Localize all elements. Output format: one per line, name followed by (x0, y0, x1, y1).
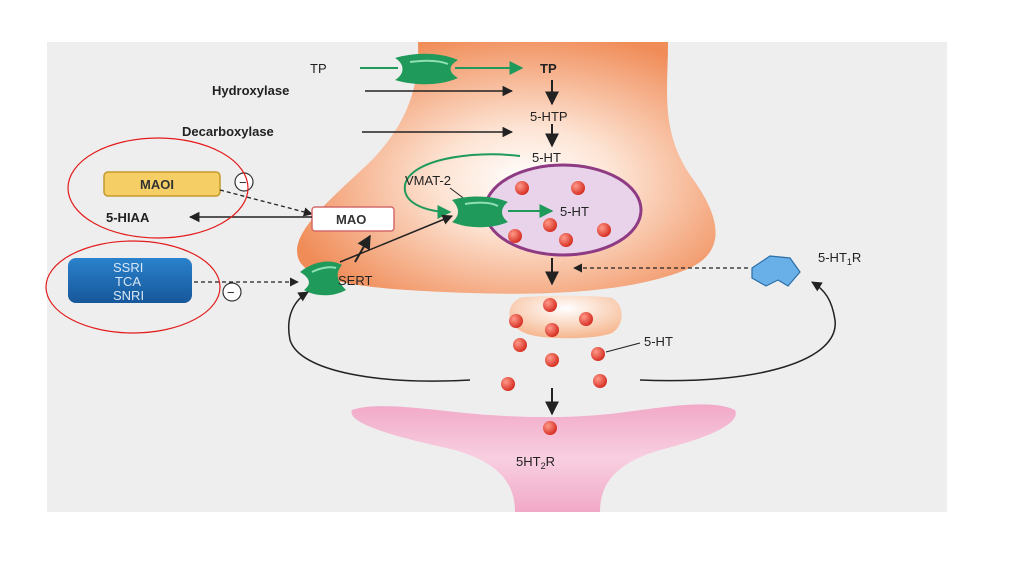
5ht1r-end: R (852, 250, 861, 265)
serotonin-molecule (597, 223, 611, 237)
mao-label: MAO (336, 212, 366, 227)
serotonin-molecule (515, 181, 529, 195)
serotonin-molecule (501, 377, 515, 391)
serotonin-molecule (508, 229, 522, 243)
snri-label: SNRI (113, 288, 144, 303)
serotonin-molecule (559, 233, 573, 247)
hydroxylase-label: Hydroxylase (212, 83, 289, 98)
mao-box (311, 206, 395, 232)
serotonin-molecule (543, 298, 557, 312)
reuptake-curve (288, 291, 471, 382)
ssri-highlight-circle (45, 240, 221, 334)
5ht1-receptor (751, 255, 801, 287)
vmat2-transporter (452, 196, 508, 228)
tp-transporter (395, 53, 458, 85)
5ht2r-sub: 2 (541, 461, 546, 471)
ssri-label: SSRI (113, 260, 143, 275)
tca-label: TCA (115, 274, 141, 289)
sert-to-mao-arrow (354, 234, 371, 263)
serotonin-molecule (545, 353, 559, 367)
cleft-serotonin-group (501, 298, 607, 435)
autoreceptor-curve (639, 281, 836, 382)
5ht2r-label: 5HT2R (516, 454, 555, 471)
ssri-inhibit-symbol (222, 282, 242, 302)
sert-to-vmat-arrow (339, 214, 453, 263)
tp-left-label: TP (310, 61, 327, 76)
decarboxylase-label: Decarboxylase (182, 124, 274, 139)
5ht1r-label: 5-HT1R (818, 250, 861, 267)
5ht1r-sub: 1 (847, 257, 852, 267)
vesicle-serotonin-group (508, 181, 611, 247)
maoi-dashed-arrow (219, 189, 313, 217)
5ht1r-main: 5-HT (818, 250, 847, 265)
maoi-label: MAOI (140, 177, 174, 192)
cleft-5ht-pointer (605, 342, 641, 353)
5ht2r-main: 5HT (516, 454, 541, 469)
sert-label: SERT (338, 273, 372, 288)
vmat2-label: VMAT-2 (405, 173, 451, 188)
maoi-highlight-circle (67, 137, 249, 239)
5ht-cleft-label: 5-HT (644, 334, 673, 349)
serotonin-molecule (593, 374, 607, 388)
5ht-to-vmat-curve (403, 153, 521, 219)
serotonin-molecule (545, 323, 559, 337)
ssri-inhibit-sign: − (227, 285, 235, 300)
5htp-label: 5-HTP (530, 109, 568, 124)
maoi-inhibit-sign: − (239, 175, 247, 190)
5ht-top-label: 5-HT (532, 150, 561, 165)
5ht-vesicle-label: 5-HT (560, 204, 589, 219)
serotonin-molecule (591, 347, 605, 361)
5hiaa-label: 5-HIAA (106, 210, 150, 225)
5ht2r-end: R (546, 454, 555, 469)
postsynaptic-neuron (351, 404, 736, 512)
maoi-box (103, 171, 221, 197)
axon-terminal (509, 295, 622, 339)
serotonin-molecule (571, 181, 585, 195)
serotonin-molecule (579, 312, 593, 326)
sert-transporter (300, 261, 346, 296)
tp-right-label: TP (540, 61, 557, 76)
serotonin-molecule (543, 421, 557, 435)
serotonin-molecule (509, 314, 523, 328)
serotonin-molecule (513, 338, 527, 352)
ssri-tca-snri-box (68, 258, 192, 303)
serotonin-molecule (543, 218, 557, 232)
